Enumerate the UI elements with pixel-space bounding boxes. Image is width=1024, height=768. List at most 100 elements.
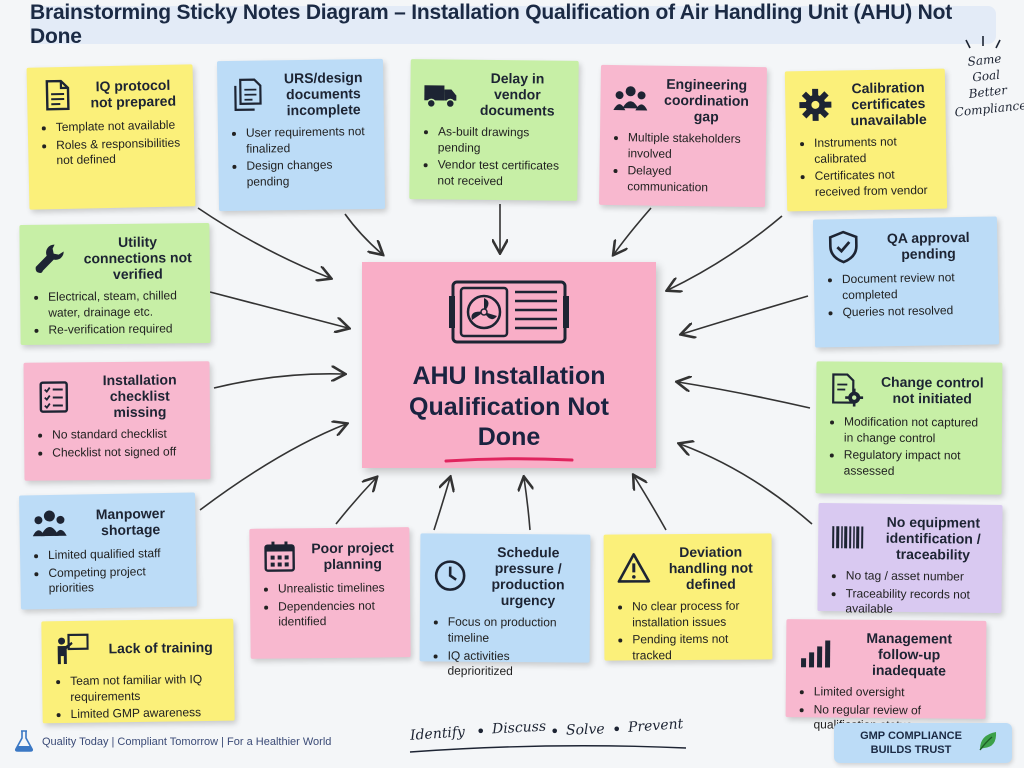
step-dot: • — [612, 720, 622, 739]
arrow-manpower — [199, 424, 346, 511]
note-planning: Poor project planning Unrealistic timeli… — [249, 527, 411, 659]
note-title: No equipment identification / traceabili… — [885, 513, 981, 563]
note-bullet: Multiple stakeholders involved — [628, 131, 754, 164]
note-iq-protocol: IQ protocol not prepared Template not av… — [26, 64, 196, 210]
bar-chart-icon — [798, 635, 834, 671]
badge-text: GMP COMPLIANCE BUILDS TRUST — [860, 729, 962, 756]
note-qa-approval: QA approval pending Document review not … — [812, 216, 1000, 348]
group-icon — [31, 505, 68, 542]
note-training: Lack of training Team not familiar with … — [41, 618, 235, 724]
calendar-icon — [261, 538, 297, 574]
note-bullet: Unrealistic timelines — [278, 580, 398, 597]
note-bullet: Focus on production timeline — [448, 615, 578, 647]
note-title: Schedule pressure / production urgency — [491, 543, 565, 609]
note-bullet: No tag / asset number — [846, 569, 990, 586]
arrow-iq-protocol — [197, 207, 330, 278]
note-calibration: Calibration certificates unavailable Ins… — [784, 68, 948, 212]
steps-underline — [409, 745, 687, 753]
warning-icon — [616, 550, 652, 586]
note-checklist: Installation checklist missing No standa… — [23, 361, 211, 481]
clock-icon — [432, 558, 468, 594]
arrow-schedule-right — [524, 478, 530, 531]
note-bullet: Electrical, steam, chilled water, draina… — [48, 288, 198, 321]
arrow-engineering-gap — [614, 207, 652, 254]
note-bullet: Instruments not calibrated — [814, 134, 935, 167]
footer-steps: Identify • Discuss • Solve • Prevent — [408, 716, 698, 756]
note-bullet: No clear process for installation issues — [632, 599, 760, 631]
sparkle-lines-icon — [965, 36, 1001, 49]
arrow-calibration — [668, 215, 783, 290]
note-bullet: Modification not captured in change cont… — [844, 415, 990, 447]
center-title: AHU Installation Qualification Not Done — [409, 362, 609, 451]
note-bullet: Limited oversight — [814, 685, 974, 702]
document-icon — [39, 77, 76, 114]
center-underline — [444, 456, 574, 462]
note-title: Engineering coordination gap — [664, 75, 749, 125]
note-title: Installation checklist missing — [102, 371, 177, 421]
note-vendor-delay: Delay in vendor documents As-built drawi… — [409, 59, 579, 201]
ahu-fan-icon — [449, 276, 569, 353]
leaf-icon — [976, 729, 1000, 758]
gear-icon — [797, 87, 834, 124]
center-note: AHU Installation Qualification Not Done — [362, 262, 656, 468]
arrow-change-control — [678, 382, 811, 409]
note-change-control: Change control not initiated Modificatio… — [815, 361, 1003, 495]
truck-icon — [422, 75, 458, 111]
note-title: IQ protocol not prepared — [90, 76, 177, 111]
note-bullet: Competing project priorities — [48, 563, 185, 597]
gmp-badge: GMP COMPLIANCE BUILDS TRUST — [834, 723, 1012, 763]
checklist-icon — [36, 379, 72, 415]
note-bullet: As-built drawings pending — [438, 125, 566, 158]
arrow-urs-design — [344, 213, 382, 254]
note-title: Manpower shortage — [95, 504, 166, 539]
note-title: Poor project planning — [311, 539, 394, 573]
note-bullet: Traceability records not available — [845, 586, 989, 619]
document-gear-icon — [828, 371, 864, 407]
note-title: Delay in vendor documents — [479, 69, 555, 119]
note-bullet: Template not available — [56, 118, 182, 136]
note-title: Management follow-up inadequate — [866, 629, 953, 679]
note-title: Utility connections not verified — [83, 233, 192, 283]
note-title: QA approval pending — [886, 228, 970, 263]
step-discuss: Discuss — [491, 718, 547, 738]
barcode-icon — [830, 519, 866, 555]
note-bullet: Limited GMP awareness — [70, 705, 222, 723]
arrow-qa-approval — [682, 295, 809, 334]
note-bullet: Checklist not signed off — [52, 444, 198, 461]
note-bullet: Queries not resolved — [842, 303, 986, 321]
page-title: Brainstorming Sticky Notes Diagram – Ins… — [30, 1, 996, 48]
note-utility: Utility connections not verified Electri… — [19, 223, 211, 345]
wrench-icon — [32, 241, 68, 277]
tagline-text: Quality Today | Compliant Tomorrow | For… — [42, 736, 332, 748]
note-title: URS/design documents incomplete — [283, 69, 363, 119]
step-dot: • — [550, 722, 560, 741]
arrow-checklist — [213, 374, 344, 389]
arrow-schedule-left — [433, 478, 450, 531]
step-solve: Solve — [565, 721, 605, 739]
step-identify: Identify — [409, 724, 466, 744]
note-bullet: Design changes pending — [246, 157, 372, 190]
note-bullet: Team not familiar with IQ requirements — [70, 672, 222, 705]
note-title: Change control not initiated — [880, 373, 984, 407]
note-bullet: Delayed communication — [627, 164, 753, 197]
note-bullet: Regulatory impact not assessed — [844, 448, 990, 480]
note-bullet: Roles & responsibilities not defined — [56, 135, 183, 169]
note-bullet: Certificates not received from vendor — [815, 167, 936, 200]
people-icon — [612, 81, 648, 117]
note-schedule: Schedule pressure / production urgency F… — [419, 533, 591, 678]
note-bullet: Re-verification required — [48, 322, 198, 339]
note-bullet: IQ activities deprioritized — [447, 648, 577, 680]
arrow-deviation — [634, 476, 667, 531]
arrow-identification — [680, 444, 813, 525]
note-engineering-gap: Engineering coordination gap Multiple st… — [599, 64, 767, 208]
note-urs-design: URS/design documents incomplete User req… — [216, 58, 386, 212]
note-management: Management follow-up inadequate Limited … — [785, 619, 987, 733]
step-prevent: Prevent — [627, 716, 684, 736]
note-bullet: User requirements not finalized — [246, 124, 372, 157]
note-bullet: Document review not completed — [842, 270, 987, 304]
arrow-utility — [209, 291, 348, 328]
side-handwritten-note: Same Goal Better Compliance — [949, 49, 1024, 121]
note-title: Lack of training — [108, 638, 213, 657]
note-deviation: Deviation handling not defined No clear … — [603, 533, 773, 662]
footer-tagline: Quality Today | Compliant Tomorrow | For… — [14, 728, 374, 756]
